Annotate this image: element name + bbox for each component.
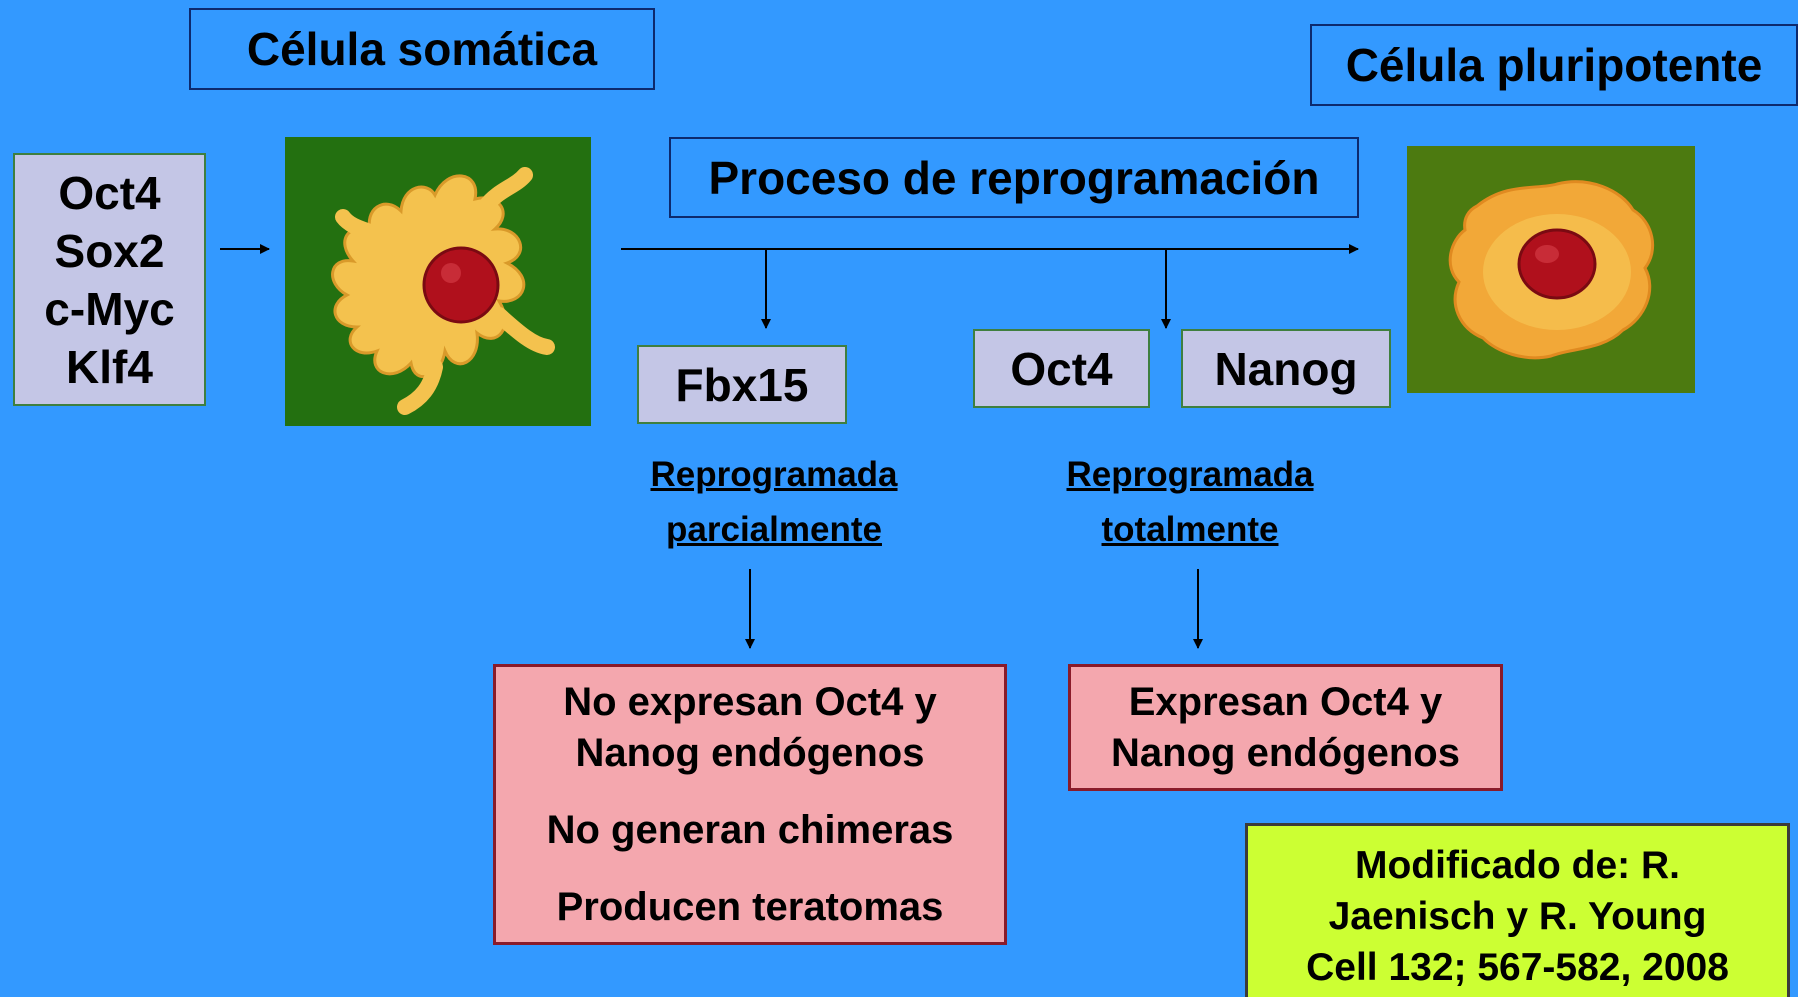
somatic-cell-image	[285, 137, 591, 426]
pluripotent-cell-title: Célula pluripotente	[1310, 24, 1798, 106]
total-result-box: Expresan Oct4 y Nanog endógenos	[1068, 664, 1503, 791]
factor-label: c-Myc	[44, 282, 175, 335]
somatic-cell-title: Célula somática	[189, 8, 655, 90]
citation-box: Modificado de: R. Jaenisch y R. Young Ce…	[1245, 823, 1790, 997]
partial-reprogramming-label: Reprogramada parcialmente	[650, 455, 898, 549]
nanog-box: Nanog	[1181, 329, 1391, 408]
somatic-cell-nucleus	[422, 246, 500, 324]
oct4-box: Oct4	[973, 329, 1150, 408]
factors-box: Oct4 Sox2 c-Myc Klf4	[13, 153, 206, 406]
factor-label: Sox2	[54, 224, 165, 277]
reprogramming-process-title: Proceso de reprogramación	[669, 137, 1359, 218]
total-reprogramming-label: Reprogramada totalmente	[1066, 455, 1314, 549]
partial-result-box: No expresan Oct4 y Nanog endógenos No ge…	[493, 664, 1007, 945]
pluripotent-cell-nucleus	[1517, 228, 1597, 300]
pluripotent-cell-image	[1407, 146, 1695, 393]
fbx15-box: Fbx15	[637, 345, 847, 424]
factor-label: Oct4	[58, 166, 161, 219]
factor-label: Klf4	[66, 340, 153, 393]
